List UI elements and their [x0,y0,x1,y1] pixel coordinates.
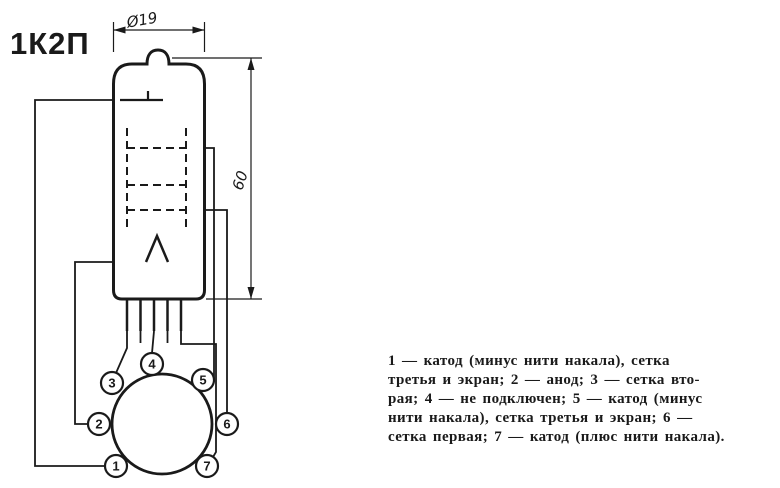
pin-contact-1: 1 [103,453,129,479]
pin-legend: 1 — катод (минус нити накала), сетка тре… [388,353,725,445]
pin-contact-2: 2 [86,411,112,437]
pin-contact-3-circle [99,370,125,396]
pin-contact-4: 4 [139,351,165,377]
tube-drawing: 1К2П Ø19 60 [10,9,262,479]
arrowhead-bottom [247,287,255,299]
pin-contact-3: 3 [99,370,125,396]
pin-contact-2-number: 2 [95,417,102,432]
wire-pin-to-contact-7 [180,331,217,458]
internal-electrodes [120,91,187,263]
diameter-dimension [112,22,206,52]
pin-contact-6: 6 [214,411,240,437]
pin-contact-5-number: 5 [199,373,206,388]
heater-filament [144,232,170,263]
pin-contact-7-circle [194,453,220,479]
pin-contact-3-number: 3 [108,376,115,391]
height-dimension [172,57,262,300]
pin-contact-1-number: 1 [112,459,119,474]
pin-contact-5-circle [190,367,216,393]
wire-top-electrode-to-contact-1 [34,99,162,467]
pin-contact-7: 7 [194,453,220,479]
pin-contact-4-number: 4 [148,357,156,372]
arrowhead-left [113,26,126,34]
base-circle [110,372,214,476]
pin-contact-4-circle [139,351,165,377]
wire-pin-to-contact-4 [151,330,155,354]
tube-pins [125,299,183,331]
pin-contact-6-circle [214,411,240,437]
arrowhead-top [247,58,255,70]
pin-contact-2-circle [86,411,112,437]
pin-contact-5: 5 [190,367,216,393]
grid-electrodes [126,128,187,230]
height-label: 60 [229,169,252,193]
diameter-label: Ø19 [124,9,159,32]
wire-heater-to-contact-2 [74,261,146,425]
wire-pin-to-contact-3 [115,331,128,374]
arrowhead-right [192,26,205,34]
tube-envelope [112,48,206,301]
tube-type-label: 1К2П [10,26,90,61]
pin-contact-1-circle [103,453,129,479]
pin-contact-6-number: 6 [223,417,230,432]
pin-contact-7-number: 7 [203,459,210,474]
